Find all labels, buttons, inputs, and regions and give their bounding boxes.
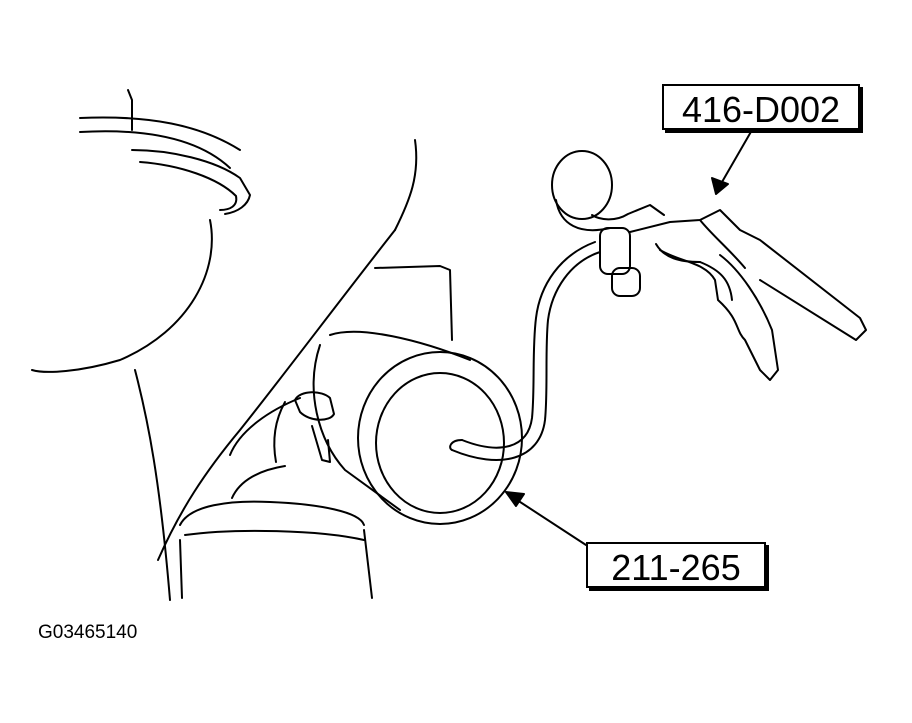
hose-clamp [273, 391, 335, 463]
callout-416-d002: 416-D002 [662, 84, 860, 130]
body-panel [134, 139, 453, 601]
figure-id: G03465140 [38, 622, 138, 643]
vacuum-pump-tool [551, 150, 867, 381]
lower-tube [179, 397, 373, 599]
fender-arch [31, 89, 251, 373]
vacuum-hose [449, 241, 601, 461]
leader-211-265 [505, 491, 587, 546]
leader-416-d002 [711, 129, 753, 195]
vapor-canister [312, 330, 523, 525]
callout-211-265: 211-265 [586, 542, 766, 588]
